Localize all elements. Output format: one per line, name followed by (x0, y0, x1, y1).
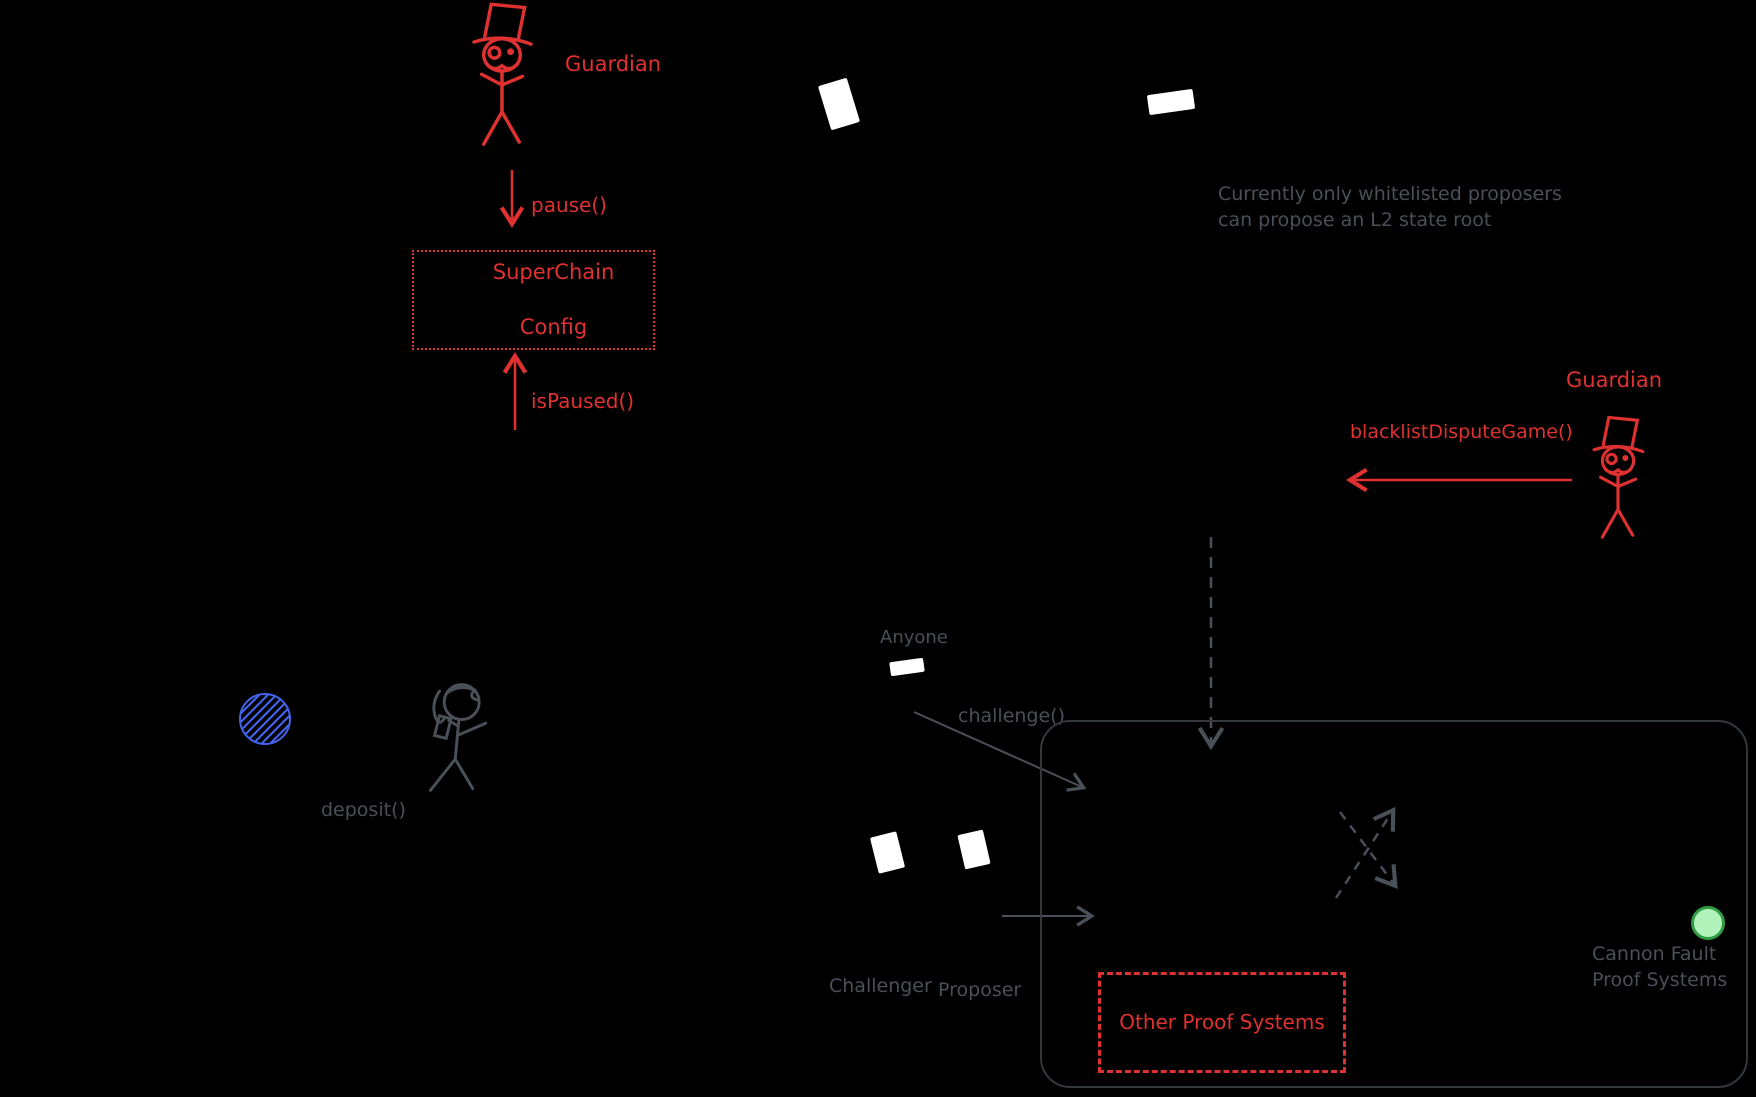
other-proof-systems-box: Other Proof Systems (1098, 972, 1346, 1073)
superchain-config-line2: Config (519, 314, 588, 339)
other-proof-systems-label: Other Proof Systems (1119, 1010, 1325, 1034)
challenge-call-label: challenge() (958, 705, 1065, 727)
dispute-game-system-box (1040, 720, 1748, 1088)
whitelist-note-line2: can propose an L2 state root (1218, 208, 1492, 231)
ispaused-call-label: isPaused() (531, 389, 635, 413)
guardian-icon (1572, 404, 1664, 569)
guardian-right-label: Guardian (1566, 368, 1663, 392)
superchain-config-box: SuperChain Config (412, 250, 655, 350)
paper-icon (1146, 88, 1196, 116)
cannon-note-line2: Proof Systems (1592, 968, 1728, 991)
whitelist-note: Currently only whitelisted proposers can … (1218, 182, 1562, 233)
proposer-label: Proposer (938, 979, 1022, 1001)
bond-icon (869, 831, 906, 874)
deposit-call-label: deposit() (321, 799, 406, 821)
blue-hatch-circle-icon (239, 693, 291, 745)
user-icon (412, 670, 504, 828)
superchain-config-line1: SuperChain (492, 260, 615, 285)
cannon-note-line1: Cannon Fault (1592, 943, 1717, 965)
blacklist-call-label: blacklistDisputeGame() (1350, 421, 1573, 443)
challenger-label: Challenger (829, 975, 932, 997)
bond-icon (957, 829, 991, 870)
guardian-icon (448, 0, 556, 170)
anyone-label-text: Anyone (880, 627, 948, 648)
green-dot-icon (1691, 906, 1725, 940)
pause-call-label: pause() (531, 193, 607, 217)
paper-icon (817, 77, 861, 131)
whitelist-note-line1: Currently only whitelisted proposers (1218, 183, 1562, 205)
guardian-top-label: Guardian (565, 52, 662, 76)
bond-icon (889, 657, 925, 677)
